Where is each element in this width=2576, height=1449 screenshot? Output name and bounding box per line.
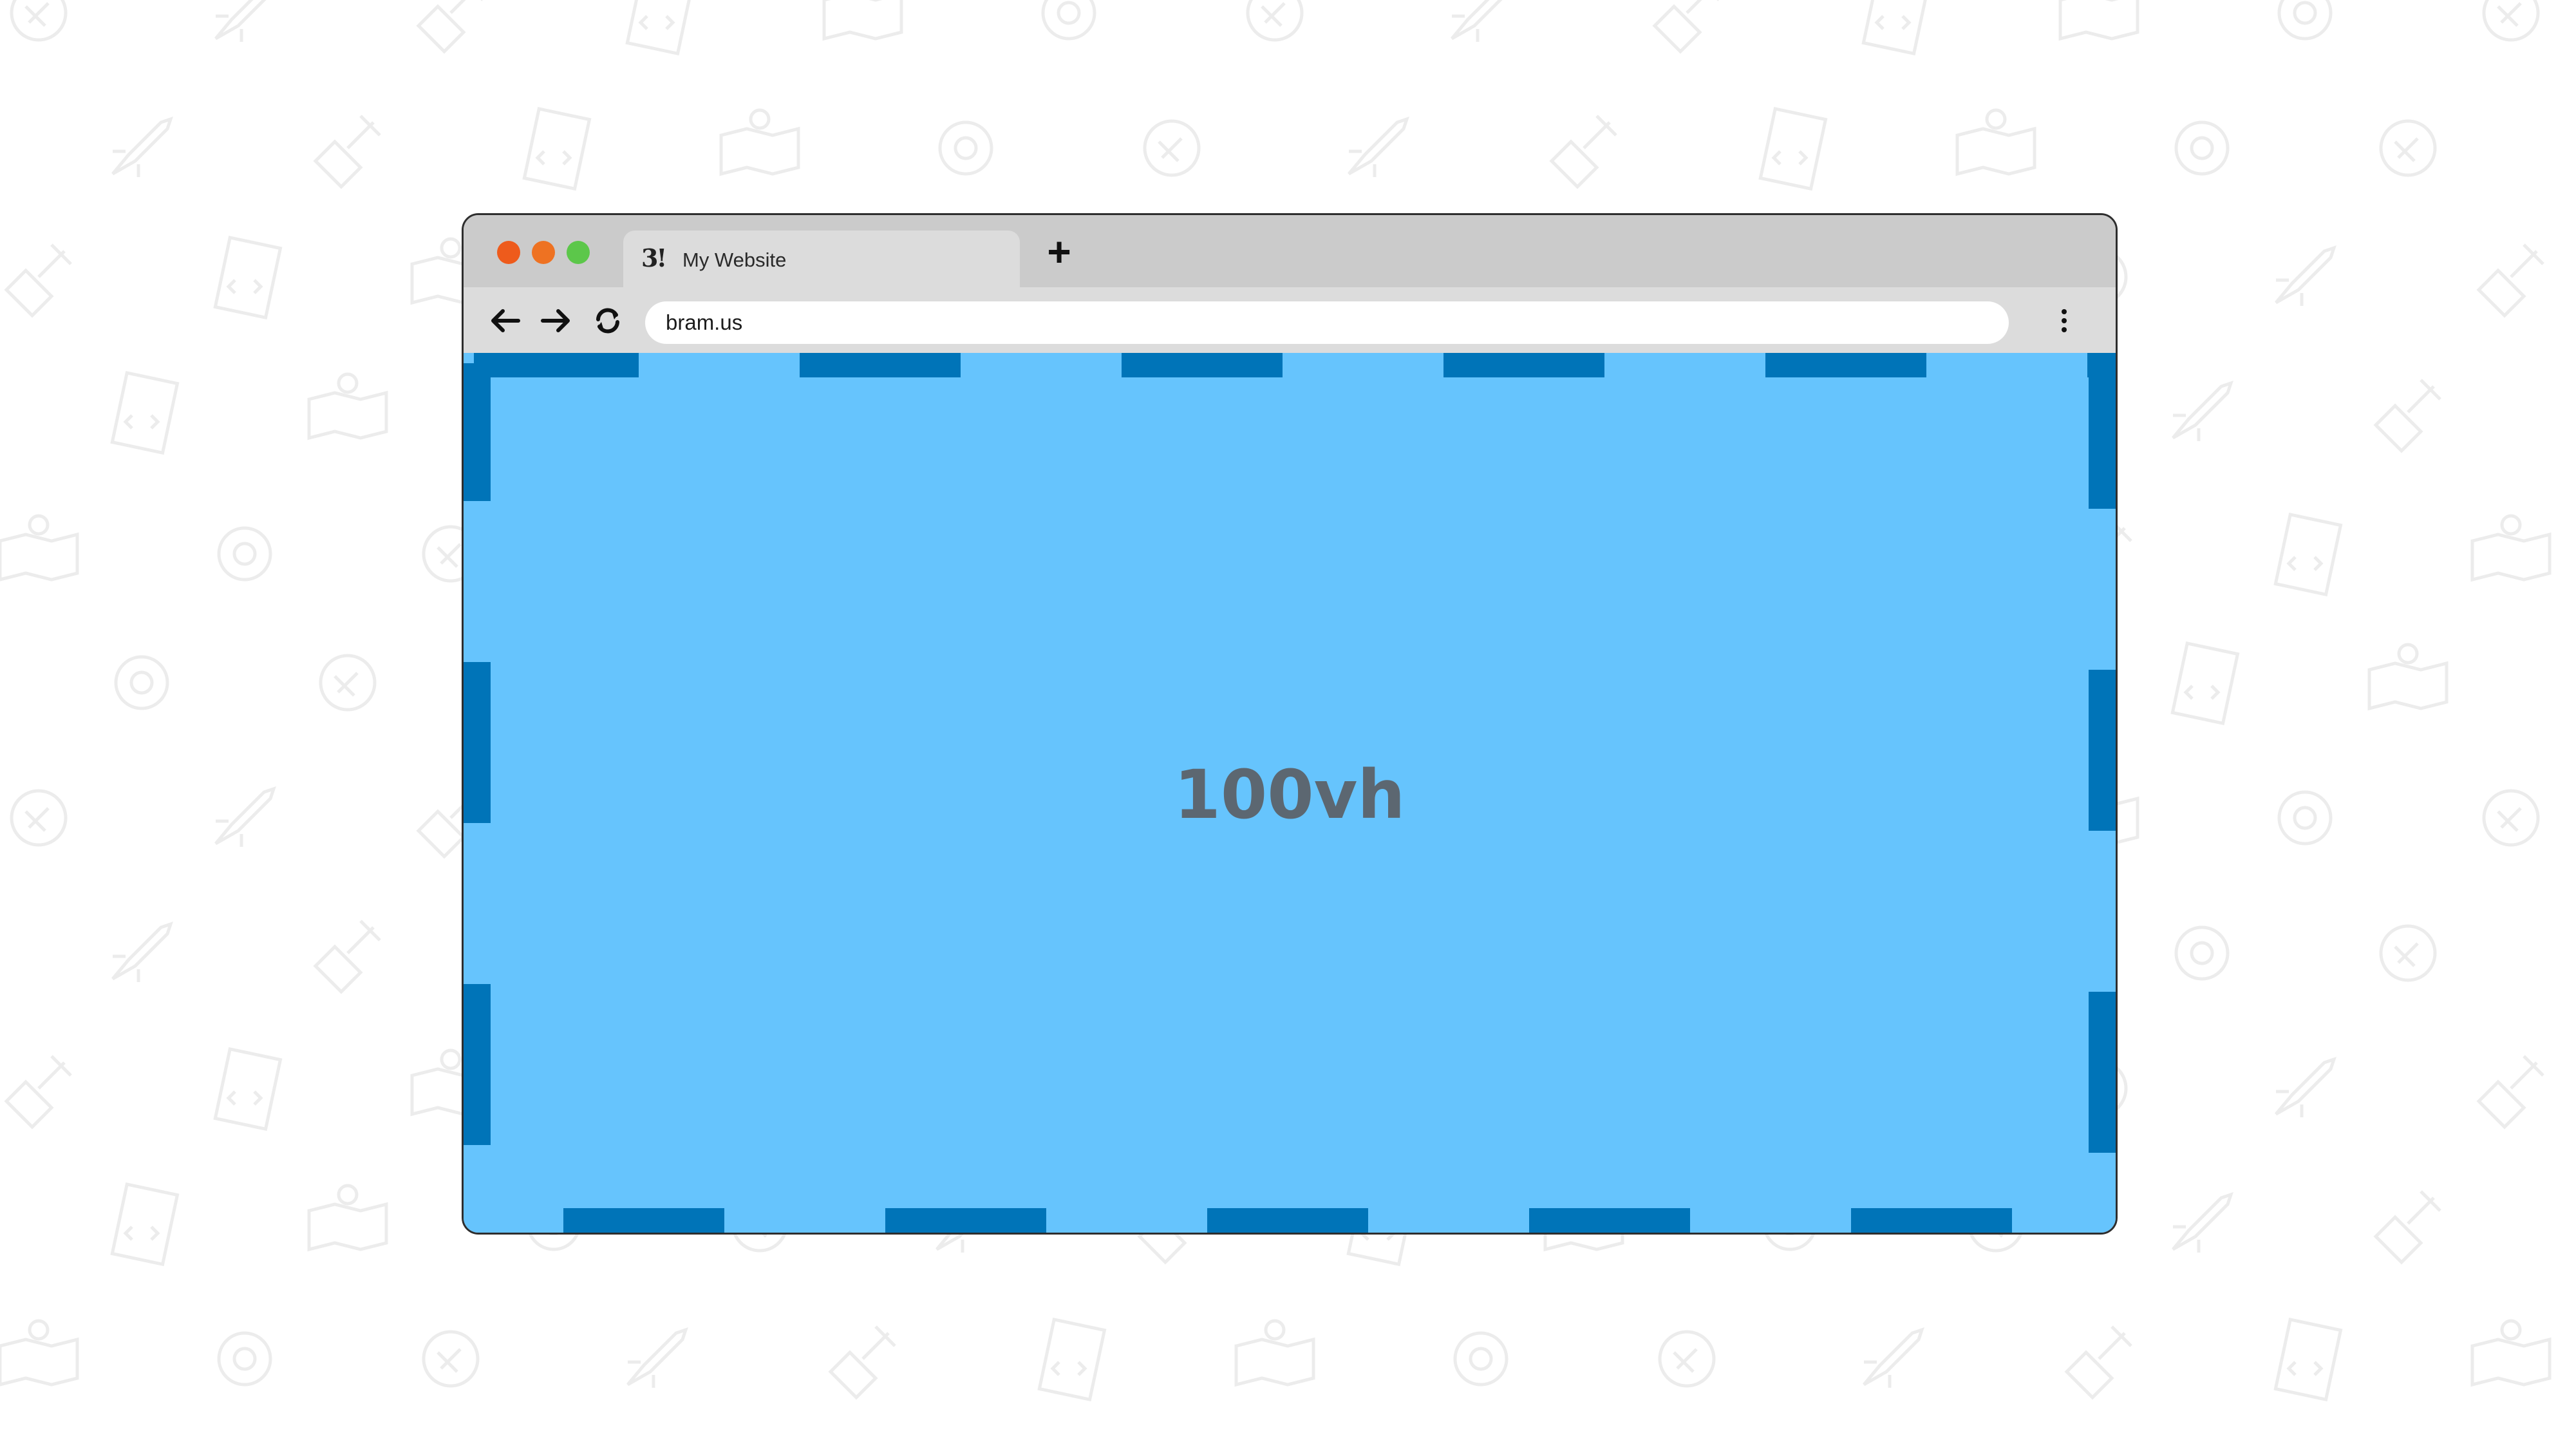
favicon-icon: 3! [641,243,667,272]
viewport-dashed-border [464,353,2116,1233]
back-button[interactable] [487,303,523,339]
arrow-right-icon [541,309,570,332]
tab-bar: 3! My Website + [464,215,2116,287]
arrow-left-icon [491,309,520,332]
maximize-window-button[interactable] [567,241,590,264]
address-bar[interactable]: bram.us [645,301,2009,344]
page-viewport: 100vh [464,353,2116,1233]
minimize-window-button[interactable] [532,241,555,264]
viewport-height-label: 100vh [1174,755,1406,834]
browser-toolbar: bram.us [464,287,2116,353]
close-window-button[interactable] [497,241,520,264]
browser-window: 3! My Website + bram.us [462,213,2118,1235]
reload-icon [596,308,619,334]
tab-title: My Website [682,249,787,271]
kebab-menu-icon[interactable] [2051,303,2077,339]
window-controls [497,241,590,264]
forward-button[interactable] [538,303,574,339]
reload-button[interactable] [590,303,626,339]
new-tab-button[interactable]: + [1047,229,1071,275]
tab-my-website[interactable]: 3! My Website [623,231,1020,287]
